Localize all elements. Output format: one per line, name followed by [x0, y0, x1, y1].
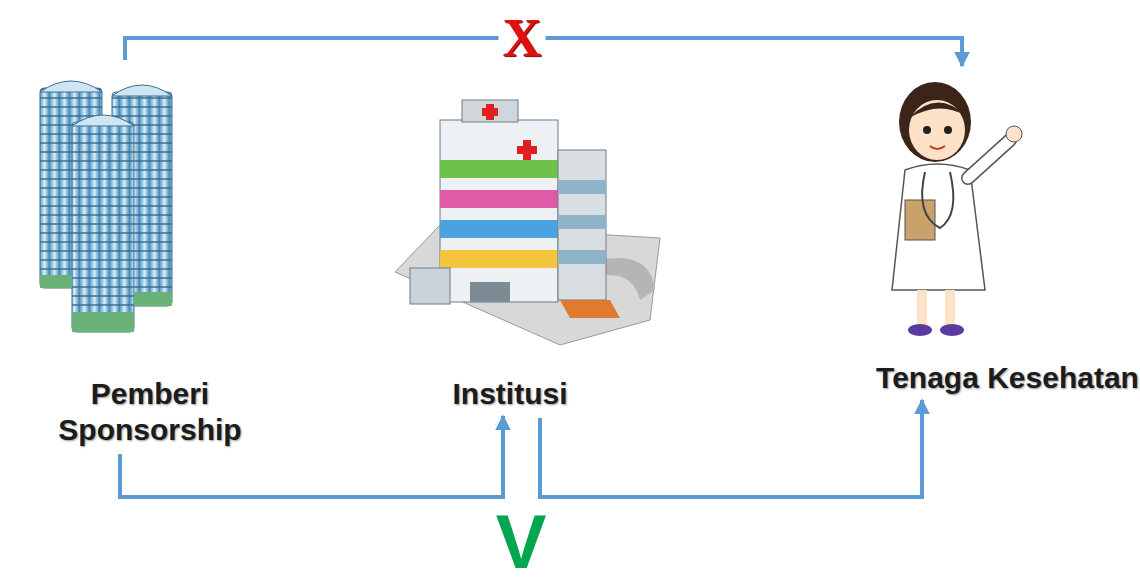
institution-node: Institusi	[410, 100, 610, 412]
office-towers	[40, 81, 172, 332]
node-label: Tenaga Kesehatan	[876, 360, 1139, 396]
node-label: Institusi	[452, 376, 567, 412]
sponsor-node: Pemberi Sponsorship	[20, 60, 280, 448]
hospital-building	[395, 100, 660, 345]
health-worker-node: Tenaga Kesehatan	[875, 68, 1140, 396]
forbidden-mark: X	[499, 11, 546, 65]
flow-arrow	[540, 400, 922, 497]
node-label: Pemberi Sponsorship	[45, 376, 255, 448]
allowed-mark: V	[496, 504, 547, 580]
doctor-figure	[892, 82, 1022, 336]
